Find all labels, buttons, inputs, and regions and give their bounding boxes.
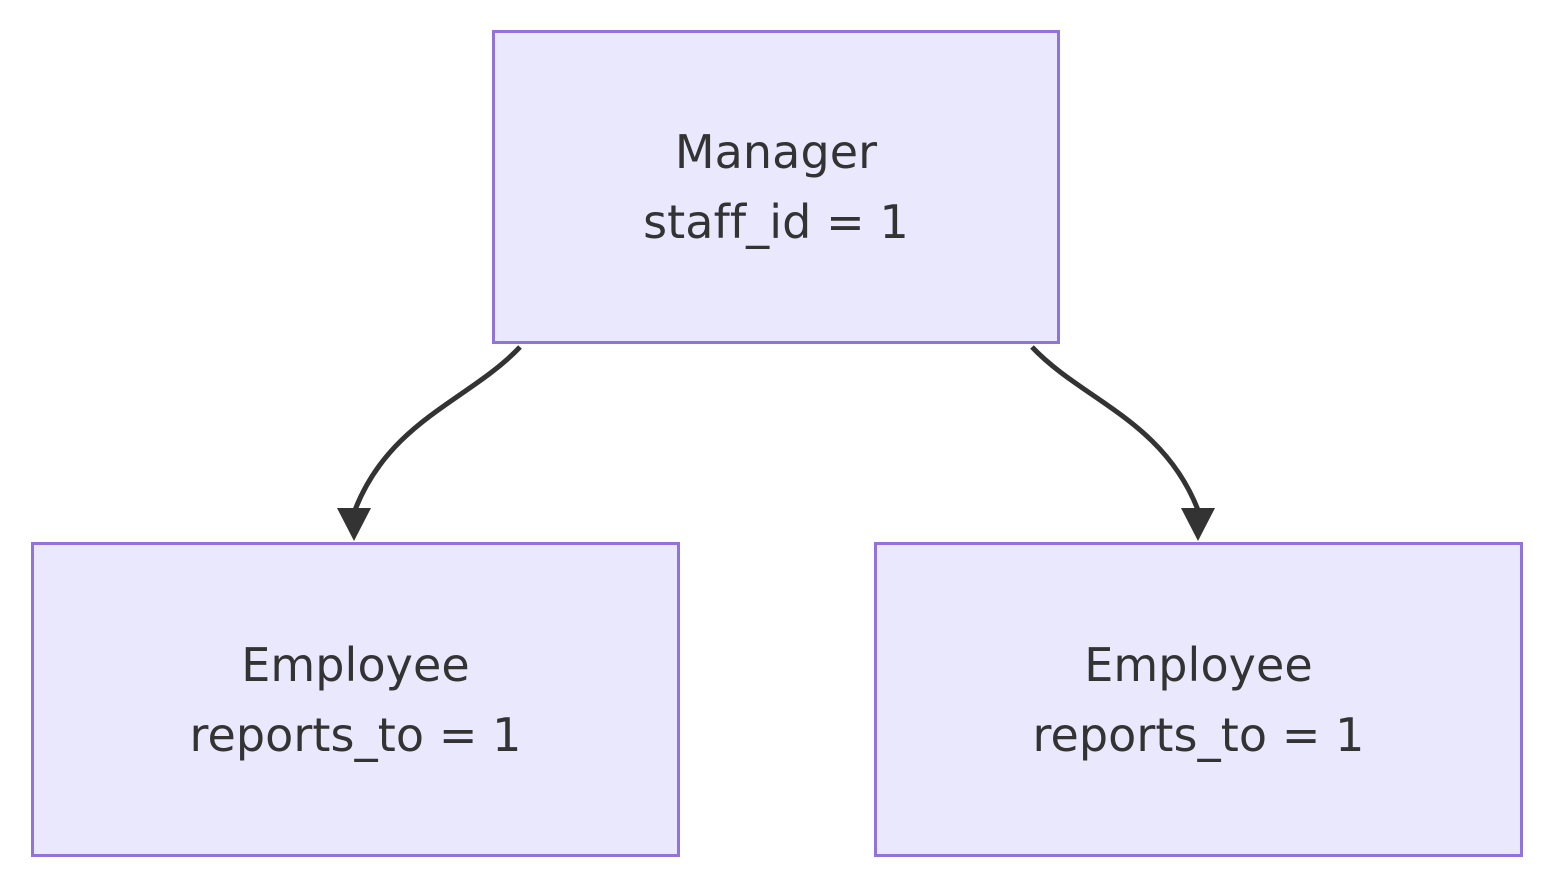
- edge-path-right: [1030, 345, 1201, 511]
- node-employee-left-title: Employee: [241, 637, 470, 692]
- node-manager[interactable]: Manager staff_id = 1: [492, 30, 1060, 344]
- node-manager-detail: staff_id = 1: [643, 195, 909, 249]
- edge-manager-to-employee-left: [337, 345, 522, 541]
- arrowhead-left-icon: [337, 508, 371, 541]
- node-employee-left-detail: reports_to = 1: [189, 707, 522, 762]
- node-employee-left[interactable]: Employee reports_to = 1: [31, 542, 680, 857]
- edge-path-left: [352, 345, 522, 511]
- node-employee-right-detail: reports_to = 1: [1032, 707, 1365, 762]
- node-employee-right[interactable]: Employee reports_to = 1: [874, 542, 1523, 857]
- edge-manager-to-employee-right: [1030, 345, 1215, 541]
- arrowhead-right-icon: [1181, 508, 1215, 541]
- node-manager-title: Manager: [674, 125, 878, 179]
- node-employee-right-title: Employee: [1084, 637, 1313, 692]
